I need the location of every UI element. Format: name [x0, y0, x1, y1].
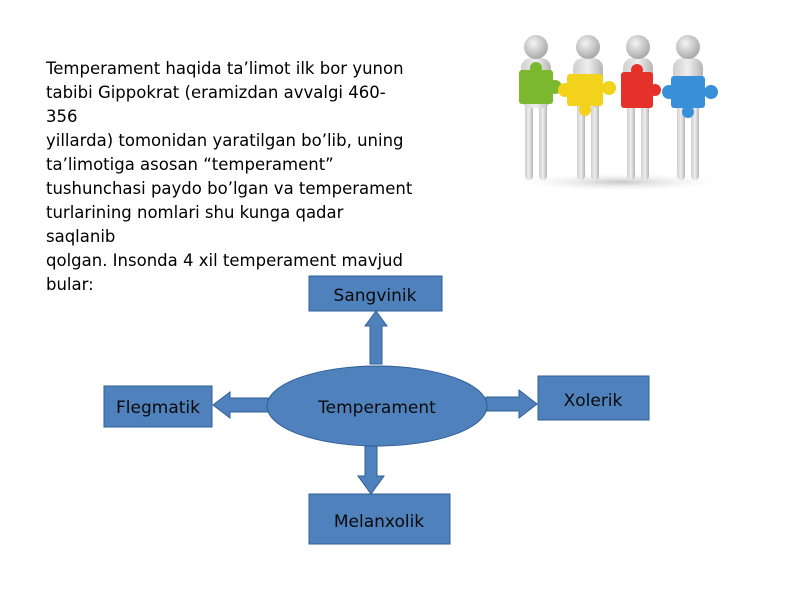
- intro-line: tushunchasi paydo bo’lgan va temperament: [46, 179, 413, 198]
- intro-line: Temperament haqida ta’limot ilk bor yuno…: [46, 59, 404, 78]
- melanxolik-box: [308, 493, 451, 545]
- sangvinik-label: Sangvinik: [334, 286, 417, 306]
- intro-line: turlarining nomlari shu kunga qadar saql…: [46, 203, 344, 246]
- center-ellipse: [266, 365, 488, 447]
- center-label: Temperament: [317, 398, 436, 418]
- flegmatik-label: Flegmatik: [116, 398, 200, 418]
- intro-paragraph: Temperament haqida ta’limot ilk bor yuno…: [46, 57, 416, 297]
- intro-line: yillarda) tomonidan yaratilgan bo’lib, u…: [46, 131, 404, 150]
- sangvinik-box: [308, 275, 443, 312]
- intro-line: ta’limotiga asosan “temperament”: [46, 155, 334, 174]
- people-holding-puzzle-pieces-icon: [508, 35, 732, 192]
- flegmatik-box: [103, 385, 213, 428]
- xolerik-label: Xolerik: [564, 391, 623, 411]
- xolerik-box: [537, 375, 650, 421]
- arrow-right: [485, 388, 538, 420]
- puzzle-piece-green-icon: [519, 62, 562, 104]
- intro-line: qolgan. Insonda 4 xil temperament mavjud: [46, 251, 403, 270]
- intro-line: tabibi Gippokrat (eramizdan avvalgi 460-…: [46, 83, 386, 126]
- puzzle-piece-blue-icon: [662, 76, 718, 118]
- puzzle-piece-yellow-icon: [558, 74, 616, 116]
- melanxolik-label: Melanxolik: [334, 512, 424, 532]
- intro-line: bular:: [46, 275, 94, 294]
- arrow-down: [357, 445, 385, 495]
- arrow-left: [212, 390, 269, 420]
- puzzle-piece-red-icon: [621, 64, 661, 108]
- arrow-up: [364, 310, 388, 365]
